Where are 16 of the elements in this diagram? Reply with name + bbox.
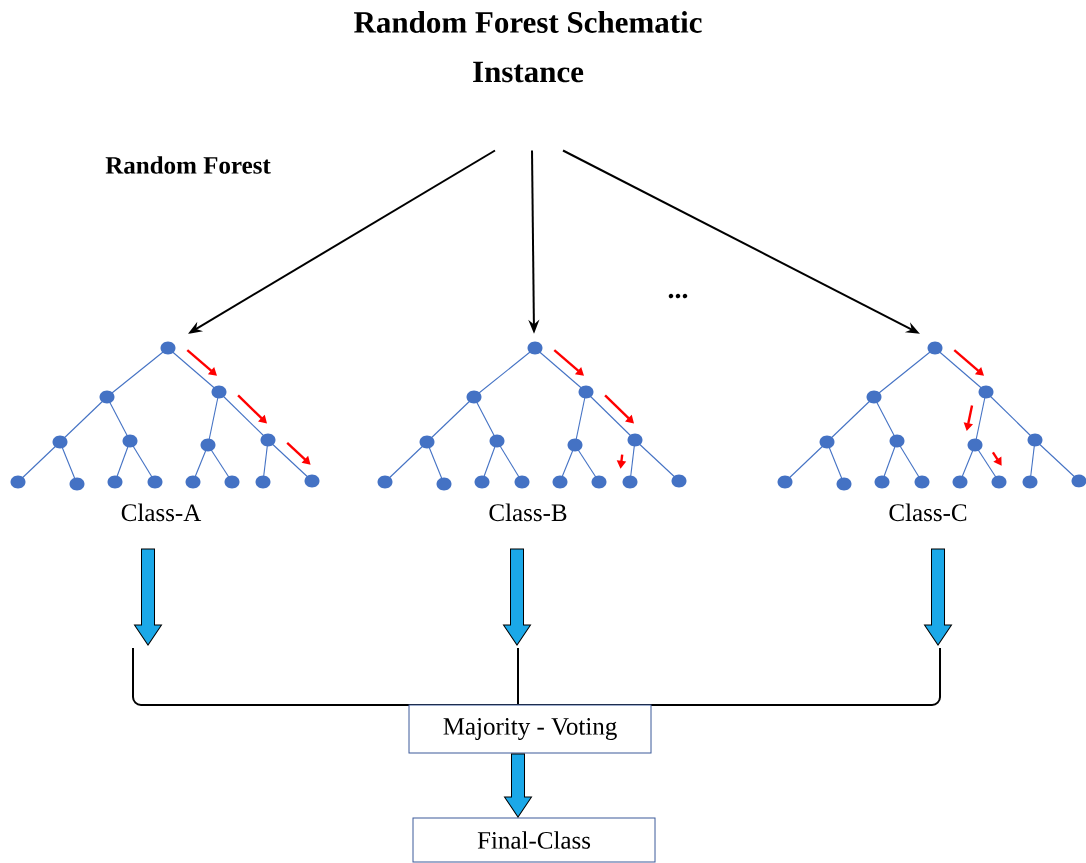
block-arrow — [503, 548, 531, 646]
tree-drawing — [777, 341, 1086, 491]
text-box: Final-Class — [412, 817, 656, 863]
class-label: Class-C — [889, 503, 967, 522]
class-label: Class-A — [121, 503, 202, 522]
block-arrow — [134, 548, 162, 646]
title: Random Forest Schematic — [354, 11, 702, 33]
tree-drawing — [377, 341, 687, 491]
block-arrow — [924, 548, 952, 646]
ellipsis: ... — [668, 293, 688, 299]
text-box: Majority - Voting — [408, 704, 652, 754]
input-label: Instance — [473, 61, 584, 83]
section-heading: Random Forest — [105, 156, 271, 174]
tree-drawing — [10, 341, 320, 491]
class-label: Class-B — [489, 503, 567, 522]
block-arrow — [504, 753, 532, 818]
